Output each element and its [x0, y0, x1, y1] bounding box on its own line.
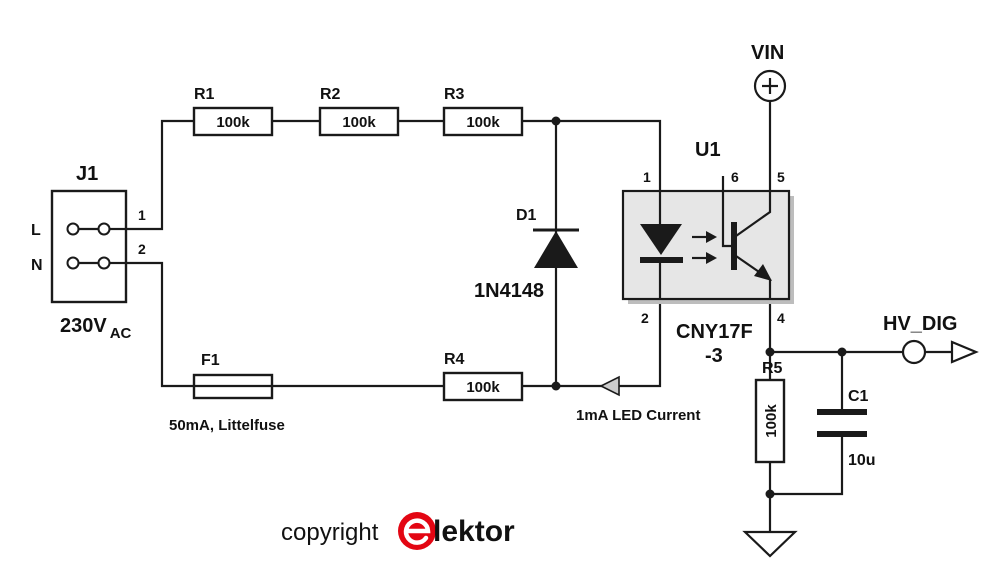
capacitor-c1: C1 10u — [817, 388, 876, 469]
optocoupler-pin4: 4 — [777, 310, 785, 326]
resistor-body — [442, 371, 524, 402]
junction-dot — [551, 116, 561, 126]
terminal-l-right — [97, 222, 111, 236]
annotation-text: 1mA LED Current — [576, 407, 700, 424]
fuse-value: 50mA, Littelfuse — [169, 417, 285, 434]
copyright-text: copyright — [281, 519, 379, 546]
resistor-body — [318, 106, 400, 137]
resistor-ref: R2 — [320, 86, 341, 103]
output-label: HV_DIG — [883, 313, 957, 335]
resistor-ref: R1 — [194, 86, 215, 103]
resistor-r3: 100k R3 — [442, 86, 524, 137]
junction-dot — [765, 489, 775, 499]
optocoupler-part-line2: -3 — [705, 345, 723, 367]
emitter-arrowhead — [754, 264, 772, 281]
wire-c1-bottom — [770, 436, 844, 496]
ground-symbol — [742, 530, 798, 558]
light-arrowhead-top — [706, 231, 717, 243]
light-arrowhead-bottom — [706, 252, 717, 264]
connector-pin-l-label: L — [31, 222, 41, 239]
optocoupler-ref: U1 — [695, 139, 721, 161]
junction-dot — [551, 381, 561, 391]
diode-triangle — [534, 231, 578, 268]
output-test-point — [901, 339, 927, 365]
capacitor-value: 10u — [848, 452, 876, 469]
resistor-r5: 100k R5 — [754, 360, 786, 464]
fuse-ref: F1 — [201, 352, 220, 369]
copyright-footer: copyright lektor — [281, 512, 515, 550]
transistor-base-lead — [721, 176, 734, 248]
resistor-body — [192, 106, 274, 137]
elektor-logo: lektor — [398, 512, 515, 550]
wire-r4-pin2 — [522, 268, 662, 388]
resistor-value: 100k — [466, 114, 500, 131]
resistor-body — [754, 378, 786, 464]
elektor-logo-text: lektor — [433, 515, 515, 548]
output-arrow-icon — [950, 340, 979, 364]
diode-d1: D1 1N4148 — [474, 207, 579, 302]
led-current-annotation: 1mA LED Current — [576, 375, 700, 424]
resistor-value: 100k — [342, 114, 376, 131]
connector-pin1-number: 1 — [138, 207, 146, 223]
connector-pin2-number: 2 — [138, 241, 146, 257]
optocoupler-part-line1: CNY17F — [676, 321, 753, 343]
terminal-n-right — [97, 256, 111, 270]
transistor-collector — [735, 191, 772, 237]
resistor-ref: R5 — [762, 360, 783, 377]
resistor-ref: R3 — [444, 86, 465, 103]
resistor-r1: 100k R1 — [192, 86, 274, 137]
terminal-n-left — [66, 256, 80, 270]
output-hv-dig: HV_DIG — [883, 313, 979, 365]
diode-ref: D1 — [516, 207, 537, 224]
resistor-ref: R4 — [444, 351, 465, 368]
capacitor-ref: C1 — [848, 388, 869, 405]
optocoupler-pin5: 5 — [777, 169, 785, 185]
current-arrow-icon — [599, 375, 620, 397]
connector-body — [50, 189, 128, 304]
junctions — [551, 116, 847, 499]
wires — [118, 100, 952, 532]
resistor-value: 100k — [216, 114, 250, 131]
transistor-emitter — [735, 255, 763, 275]
optocoupler-pin1: 1 — [643, 169, 651, 185]
supply-vin: VIN — [751, 42, 787, 103]
wire-l-line — [118, 119, 194, 231]
wire-n-line — [118, 261, 194, 388]
resistor-r2: 100k R2 — [318, 86, 400, 137]
resistor-value: 100k — [763, 404, 780, 438]
terminal-l-left — [66, 222, 80, 236]
diode-part: 1N4148 — [474, 280, 544, 302]
resistor-r4: 100k R4 — [442, 351, 524, 402]
supply-label: VIN — [751, 42, 784, 64]
junction-dot — [837, 347, 847, 357]
connector-pin-n-label: N — [31, 257, 43, 274]
resistor-body — [442, 106, 524, 137]
resistor-value: 100k — [466, 379, 500, 396]
elektor-logo-e-mark — [403, 518, 431, 545]
optocoupler-pin2: 2 — [641, 310, 649, 326]
led-triangle — [640, 224, 682, 255]
fuse-f1: F1 50mA, Littelfuse — [169, 352, 285, 434]
ground-icon — [742, 530, 798, 558]
optocoupler-body — [621, 189, 791, 301]
connector-ref: J1 — [76, 163, 98, 185]
optocoupler-pin6: 6 — [731, 169, 739, 185]
wire-r3-pin1 — [522, 119, 662, 224]
junction-dot — [765, 347, 775, 357]
optocoupler-u1: U1 1 6 5 2 4 CNY17F -3 — [621, 139, 794, 367]
